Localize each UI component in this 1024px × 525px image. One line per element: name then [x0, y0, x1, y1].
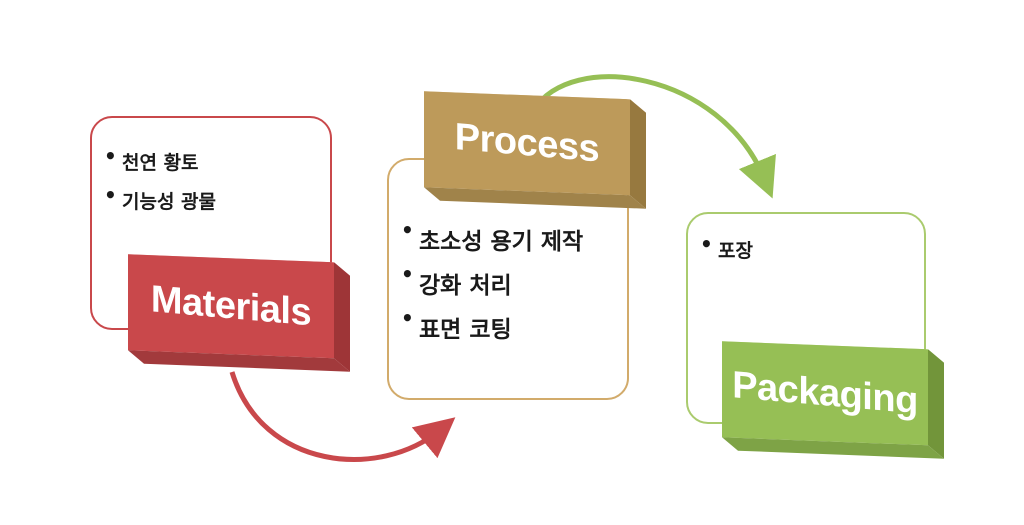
list-item: •포장 [700, 232, 753, 263]
packaging-block-shape [722, 341, 944, 459]
list-item: •천연 황토 [104, 144, 216, 175]
bullet: • [401, 218, 414, 242]
list-item: •표면 코팅 [401, 306, 583, 344]
bullet: • [104, 144, 117, 168]
process-list: •초소성 용기 제작 •강화 처리 •표면 코팅 [401, 218, 584, 354]
list-item: •기능성 광물 [104, 183, 217, 214]
list-item-text: 천연 황토 [122, 152, 199, 174]
process-to-packaging-arrow [531, 74, 776, 199]
list-item: •강화 처리 [401, 262, 583, 300]
process-block-shape [424, 91, 646, 209]
process-block: Process [424, 81, 646, 226]
process-title: Process [454, 115, 600, 171]
materials-to-process-arrow [229, 371, 456, 462]
packaging-block: Packaging [722, 331, 944, 476]
list-item: •초소성 용기 제작 [401, 218, 584, 256]
list-item-text: 초소성 용기 제작 [419, 229, 584, 255]
bullet: • [401, 262, 414, 286]
bullet: • [401, 306, 414, 330]
packaging-title: Packaging [732, 363, 918, 422]
materials-title: Materials [150, 277, 312, 334]
list-item-text: 기능성 광물 [122, 191, 217, 213]
bullet: • [104, 183, 117, 207]
list-item-text: 표면 코팅 [419, 317, 512, 343]
list-item-text: 포장 [718, 240, 753, 262]
packaging-list: •포장 [700, 232, 753, 263]
bullet: • [700, 232, 713, 256]
materials-block-shape [128, 254, 350, 372]
materials-list: •천연 황토 •기능성 광물 [104, 144, 217, 226]
materials-block: Materials [128, 244, 350, 389]
list-item-text: 강화 처리 [419, 273, 512, 299]
